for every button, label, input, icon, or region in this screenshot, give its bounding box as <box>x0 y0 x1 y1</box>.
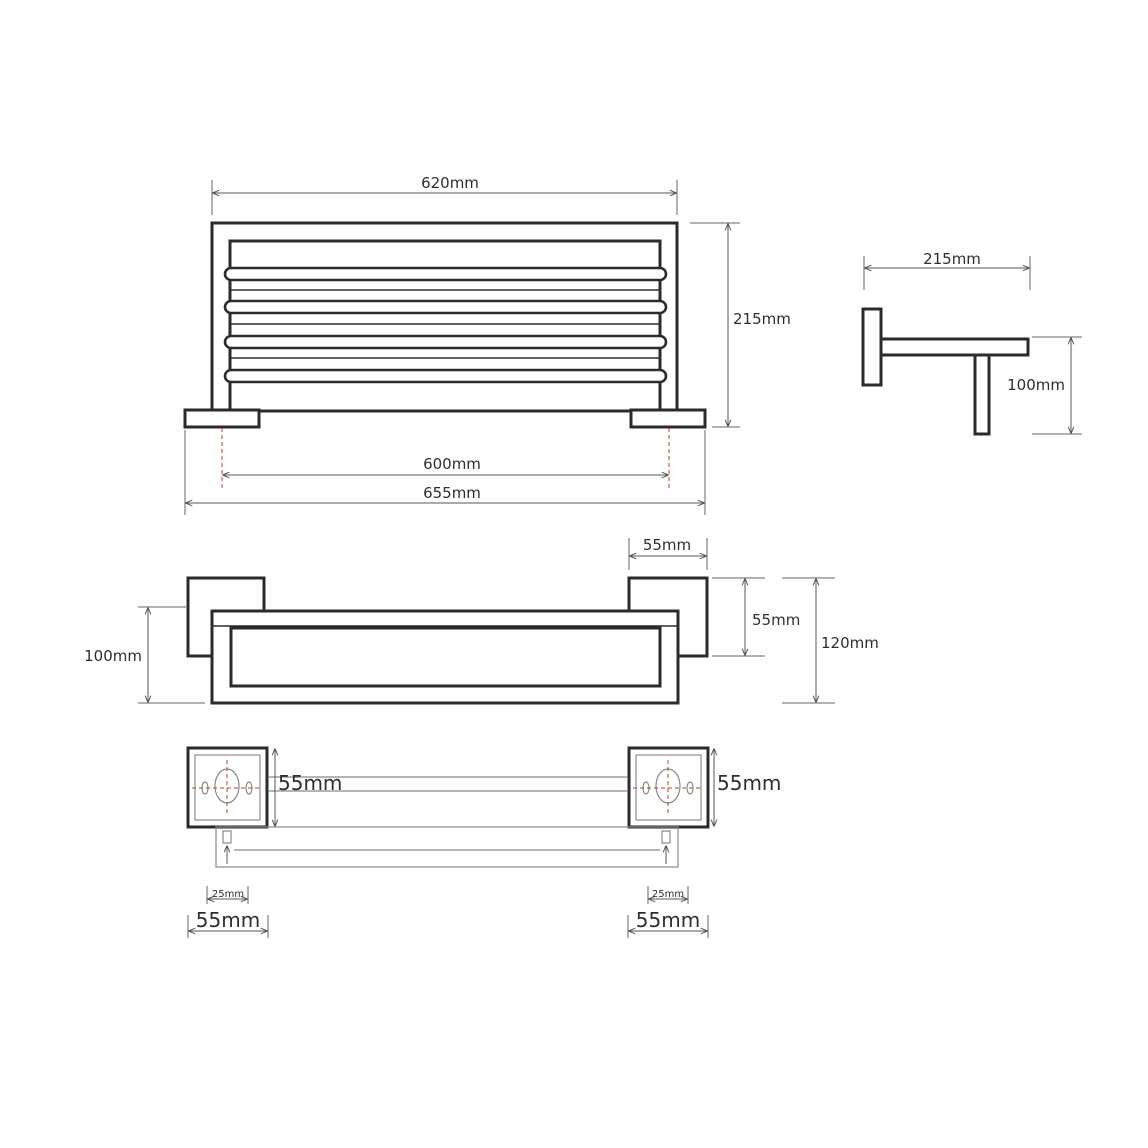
dim-label-side-215: 215mm <box>923 250 981 268</box>
dim-label-655: 655mm <box>423 484 481 502</box>
dim-label-base-right-55-bottom: 55mm <box>636 908 700 932</box>
side-view: 215mm 100mm <box>861 250 1082 436</box>
side-drop-bar <box>973 353 991 436</box>
dim-label-620: 620mm <box>421 174 479 192</box>
front-base-plate-left <box>183 408 261 429</box>
dim-label-600: 600mm <box>423 455 481 473</box>
side-arm <box>879 337 1030 357</box>
base-shelf-outline <box>215 826 679 868</box>
dim-label-base-right-55: 55mm <box>717 771 781 795</box>
dim-label-top-55-width: 55mm <box>643 536 691 554</box>
dim-label-top-100: 100mm <box>84 647 142 665</box>
dim-label-base-right-25: 25mm <box>652 889 684 900</box>
set-screw-icon <box>222 830 232 844</box>
dim-label-base-left-25: 25mm <box>212 889 244 900</box>
top-shelf-inner <box>229 626 662 688</box>
dim-label-base-left-55: 55mm <box>278 771 342 795</box>
side-wall-plate <box>861 307 883 387</box>
dim-label-base-left-55-bottom: 55mm <box>196 908 260 932</box>
front-rail-3 <box>223 334 668 350</box>
front-rail-1 <box>223 266 668 282</box>
base-view: 55mm 55mm 25mm 25mm 55mm 55mm <box>186 746 781 938</box>
set-screw-icon <box>661 830 671 844</box>
dim-label-side-100: 100mm <box>1007 376 1065 394</box>
front-view: 620mm 215mm 600mm 655mm <box>183 174 791 515</box>
dim-label-215-vertical: 215mm <box>733 310 791 328</box>
front-rail-2 <box>223 299 668 315</box>
front-rail-4 <box>223 368 668 384</box>
top-view: 55mm 55mm 120mm 100mm <box>84 536 879 705</box>
front-base-plate-right <box>629 408 707 429</box>
dim-label-top-55-height: 55mm <box>752 611 800 629</box>
front-frame-inner <box>228 239 662 413</box>
dim-label-top-120: 120mm <box>821 634 879 652</box>
